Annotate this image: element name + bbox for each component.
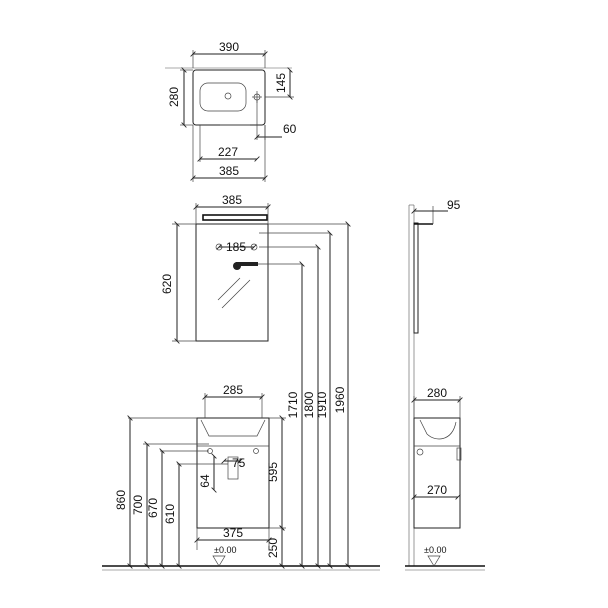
cabinet-outline [196, 417, 270, 529]
siphon-icon [227, 456, 239, 480]
cabinet-front-view: 285 75 64 595 250 375 860 700 670 [114, 383, 286, 569]
drain-icon [224, 92, 232, 100]
dim-height-1710: 1710 [286, 391, 300, 418]
height-dimensions: 1710 1800 1910 1960 [286, 221, 351, 569]
dim-height-700: 700 [131, 495, 145, 515]
handle-side-icon [456, 447, 462, 461]
dim-mirror-width: 385 [222, 193, 242, 207]
basin-bowl [199, 82, 247, 112]
dim-cabinet-floor-gap: 250 [266, 538, 280, 558]
dim-height-1910: 1910 [315, 391, 329, 418]
dim-side-depth-bottom: 270 [427, 483, 447, 497]
dim-height-670: 670 [146, 498, 160, 518]
plug-icon [233, 262, 241, 270]
dim-basin-width-bottom: 385 [219, 164, 239, 178]
socket-icon [236, 262, 258, 266]
dim-cabinet-top-width: 285 [223, 383, 243, 397]
floor-level-front: ±0.00 [214, 545, 236, 555]
dim-side-depth-top: 280 [427, 386, 447, 400]
basin-bowl-front [200, 419, 266, 437]
dim-height-860: 860 [114, 490, 128, 510]
mirror-glare [217, 277, 241, 301]
dim-basin-inner: 227 [218, 145, 238, 159]
mirror-front-view: 385 185 620 [160, 193, 348, 344]
valve-side-icon [416, 448, 424, 456]
basin-bowl-side [419, 419, 457, 440]
dim-tap-offset: 145 [274, 73, 288, 93]
cabinet-side-outline [413, 417, 461, 529]
dim-cabinet-width: 375 [223, 526, 243, 540]
dim-cabinet-height: 595 [266, 462, 280, 482]
dim-height-610: 610 [163, 504, 177, 524]
dim-mirror-fixing: 185 [226, 240, 246, 254]
dim-mirror-height: 620 [160, 274, 174, 294]
dim-cabinet-trap: 64 [198, 474, 212, 488]
floor-front: ±0.00 [102, 545, 380, 571]
side-view: 95 280 270 ±0.00 [405, 198, 485, 571]
dim-basin-width-top: 390 [219, 40, 239, 54]
mirror-light-bar [202, 214, 268, 221]
mirror-outline [195, 223, 269, 342]
dim-basin-depth: 280 [167, 87, 181, 107]
level-marker-icon [212, 555, 226, 567]
dim-mirror-depth: 95 [447, 198, 461, 212]
mirror-glare [221, 279, 251, 309]
dim-drain-offset: 60 [283, 122, 297, 136]
water-valve-icon [253, 448, 259, 454]
mirror-side-profile [413, 222, 419, 334]
dim-height-1960: 1960 [333, 386, 347, 413]
dim-height-1800: 1800 [302, 391, 316, 418]
basin-top-view: 390 280 145 60 227 385 [165, 40, 297, 182]
dim-cabinet-inner-width: 75 [232, 456, 246, 470]
floor-level-side: ±0.00 [424, 545, 446, 555]
level-marker-side-icon [427, 555, 441, 567]
